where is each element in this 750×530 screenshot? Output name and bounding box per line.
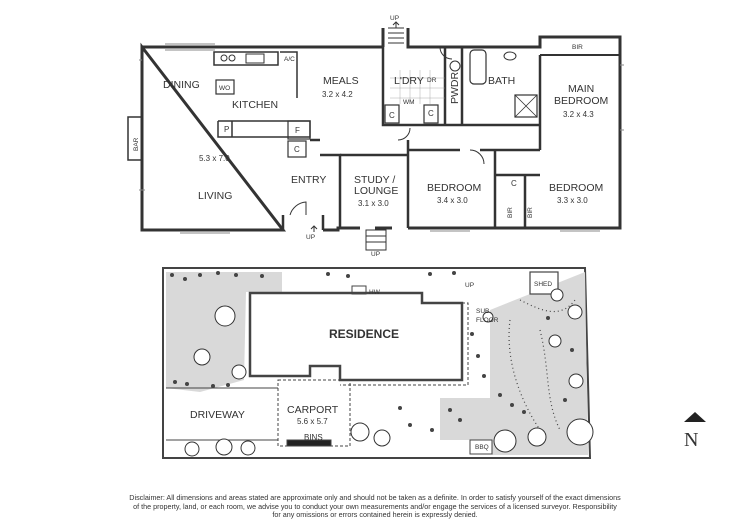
site-plan xyxy=(162,267,592,459)
room-bedroom-3-size: 3.3 x 3.0 xyxy=(557,196,588,205)
disclaimer-line-1: Disclaimer: All dimensions and areas sta… xyxy=(129,493,621,502)
residence-label: RESIDENCE xyxy=(329,327,399,341)
washer-label: WM xyxy=(403,99,415,106)
room-kitchen: KITCHEN xyxy=(232,99,278,111)
fridge-label: F xyxy=(295,126,300,135)
up-entry-label: UP xyxy=(306,234,315,241)
sub-floor-label-line2: FLOOR xyxy=(476,317,499,324)
bbq-outline xyxy=(469,439,493,455)
room-dining: DINING xyxy=(163,79,200,91)
disclaimer-line-3: for any omissions or errors contained he… xyxy=(272,510,478,520)
bir-main-label: BIR xyxy=(572,44,583,51)
cupboard-bedroom-label: C xyxy=(511,179,517,188)
bbq-label: BBQ xyxy=(475,444,489,451)
room-living-size: 5.3 x 7.0 xyxy=(199,154,230,163)
outer-wall xyxy=(140,28,622,232)
cupboard-laundry-label-1: C xyxy=(389,111,395,120)
disclaimer-text: Disclaimer: All dimensions and areas sta… xyxy=(120,493,630,520)
north-label: N xyxy=(684,429,698,451)
carport-label: CARPORT xyxy=(287,404,339,416)
hob xyxy=(220,54,228,62)
kitchen-bench xyxy=(213,51,298,98)
room-bedroom-2-size: 3.4 x 3.0 xyxy=(437,196,468,205)
sub-floor-label-line1: SUB xyxy=(476,308,489,315)
driveway-label: DRIVEWAY xyxy=(190,409,245,421)
bir-bedroom2-label: BIR xyxy=(507,207,514,218)
rear-stairs xyxy=(388,27,404,44)
bins-label: BINS xyxy=(304,433,323,442)
carport-outline xyxy=(277,379,351,447)
garden-path xyxy=(508,299,576,431)
basin xyxy=(503,51,517,61)
hot-water-unit xyxy=(351,285,367,295)
toilet xyxy=(449,60,461,72)
windows xyxy=(139,43,624,234)
room-main-bedroom-size: 3.2 x 4.3 xyxy=(563,110,594,119)
hw-label: HW xyxy=(369,289,381,296)
bar-counter xyxy=(127,116,143,161)
bir-bedroom3-label: BIR xyxy=(527,207,534,218)
room-study-line2: LOUNGE xyxy=(354,185,398,197)
garden-area xyxy=(166,272,588,455)
sink xyxy=(245,53,265,64)
sub-floor-outline xyxy=(340,302,469,386)
room-meals-size: 3.2 x 4.2 xyxy=(322,90,353,99)
shed-outline xyxy=(529,271,559,295)
up-rear-label: UP xyxy=(390,15,399,22)
room-entry: ENTRY xyxy=(291,174,326,186)
cupboard-laundry-label-2: C xyxy=(428,109,434,118)
lot-boundary xyxy=(162,267,592,459)
up-arrow-icon xyxy=(310,21,400,232)
pantry-label: P xyxy=(224,125,229,134)
bins-block xyxy=(286,439,332,447)
north-arrow-icon xyxy=(684,412,706,422)
room-main-bedroom-line1: MAIN xyxy=(568,83,594,95)
laundry-cupboard xyxy=(384,104,400,124)
floor-plan xyxy=(127,27,624,251)
front-stairs xyxy=(365,229,387,251)
tree-icon xyxy=(214,305,236,327)
room-study-size: 3.1 x 3.0 xyxy=(358,199,389,208)
garden-plants xyxy=(170,271,594,457)
carport-size: 5.6 x 5.7 xyxy=(297,417,328,426)
bar-label: BAR xyxy=(133,137,140,151)
wall-oven xyxy=(215,79,235,95)
room-main-bedroom-line2: BEDROOM xyxy=(554,95,608,107)
entry-door xyxy=(289,201,307,216)
room-laundry: L'DRY xyxy=(394,75,424,87)
disclaimer-line-2: of the property, land, or each room, we … xyxy=(133,501,617,511)
shed-label: SHED xyxy=(534,281,552,288)
room-living: LIVING xyxy=(198,190,232,202)
dryer-label: DR xyxy=(427,77,437,84)
room-powder: PWDR xyxy=(449,72,461,104)
room-bedroom-3: BEDROOM xyxy=(549,182,603,194)
ac-label: A/C xyxy=(284,56,295,63)
room-bath: BATH xyxy=(488,75,515,87)
wall-oven-label: WO xyxy=(219,85,230,92)
room-meals: MEALS xyxy=(323,75,359,87)
shower xyxy=(514,94,538,118)
up-study-label: UP xyxy=(371,251,380,258)
north-compass: N xyxy=(684,412,706,451)
cupboard-kitchen-label: C xyxy=(294,145,300,154)
bath-tub xyxy=(469,49,487,85)
room-bedroom-2: BEDROOM xyxy=(427,182,481,194)
room-study-line1: STUDY / xyxy=(354,174,395,186)
site-up-label: UP xyxy=(465,282,474,289)
